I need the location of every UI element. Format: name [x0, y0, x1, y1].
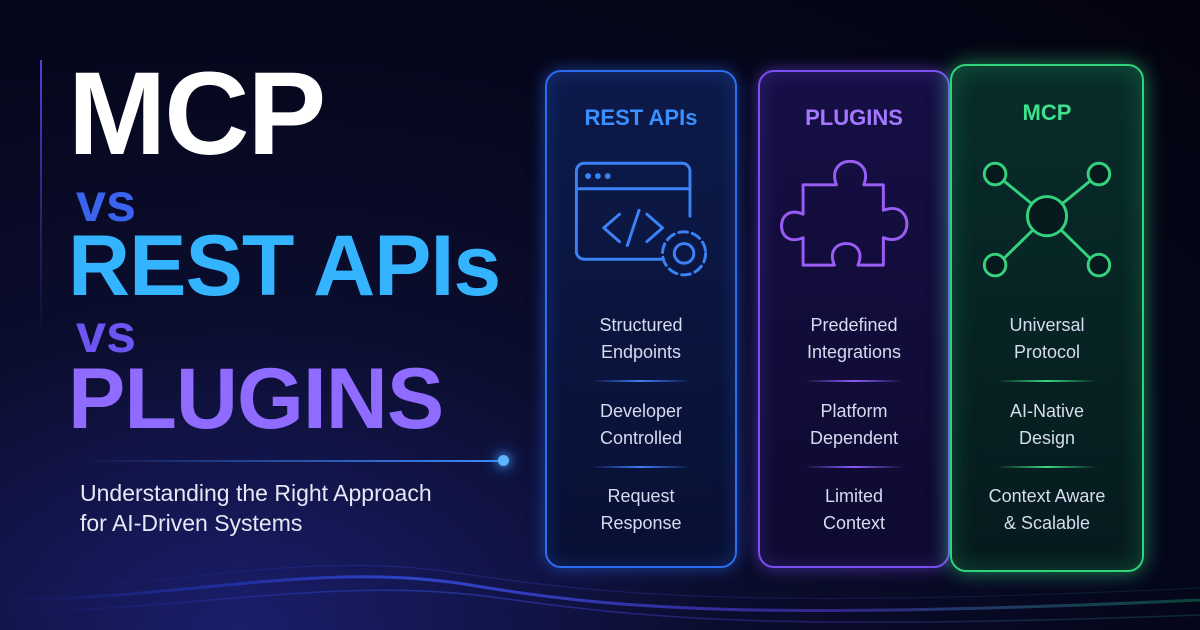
- feature-3: Context Aware & Scalable: [988, 486, 1106, 533]
- feature-separator: [804, 466, 904, 468]
- hero-title: MCP vs REST APIs vs PLUGINS: [68, 48, 501, 447]
- feature-3: Request Response: [600, 486, 682, 533]
- subtitle: Understanding the Right Approach for AI-…: [80, 478, 520, 538]
- card-title: MCP: [1022, 100, 1072, 125]
- accent-vertical-line: [40, 60, 42, 340]
- feature-2: AI-Native Design: [1009, 401, 1085, 448]
- feature-2: Developer Controlled: [599, 401, 683, 448]
- feature-separator: [804, 380, 904, 382]
- hero-rest-apis: REST APIs: [68, 218, 501, 314]
- feature-separator: [591, 466, 691, 468]
- feature-1: Predefined Integrations: [806, 315, 902, 362]
- feature-separator: [997, 380, 1097, 382]
- hero-plugins: PLUGINS: [68, 351, 444, 447]
- divider-dot: [498, 455, 509, 466]
- network-hub-icon: [982, 161, 1112, 278]
- subtitle-line-1: Understanding the Right Approach: [80, 480, 432, 506]
- card-plugins: PLUGINS Predefined Integrations Platform…: [758, 70, 950, 568]
- feature-2: Platform Dependent: [809, 401, 899, 448]
- feature-separator: [591, 380, 691, 382]
- divider-line: [80, 460, 502, 462]
- subtitle-line-2: for AI-Driven Systems: [80, 510, 303, 536]
- hero-vs-2: vs: [76, 304, 137, 364]
- code-window-gear-icon: [574, 161, 708, 277]
- feature-3: Limited Context: [822, 486, 886, 533]
- card-mcp: MCP Universal Protocol AI-Native Design …: [950, 64, 1144, 572]
- feature-1: Universal Protocol: [1009, 315, 1085, 362]
- card-title: REST APIs: [584, 105, 698, 130]
- puzzle-piece-icon: [780, 159, 909, 267]
- card-title: PLUGINS: [805, 105, 903, 130]
- feature-1: Structured Endpoints: [599, 315, 683, 362]
- card-rest-apis: REST APIs Structured Endpoints Developer…: [545, 70, 737, 568]
- feature-separator: [997, 466, 1097, 468]
- hero-mcp: MCP: [68, 48, 326, 180]
- hero-vs-1: vs: [76, 173, 137, 233]
